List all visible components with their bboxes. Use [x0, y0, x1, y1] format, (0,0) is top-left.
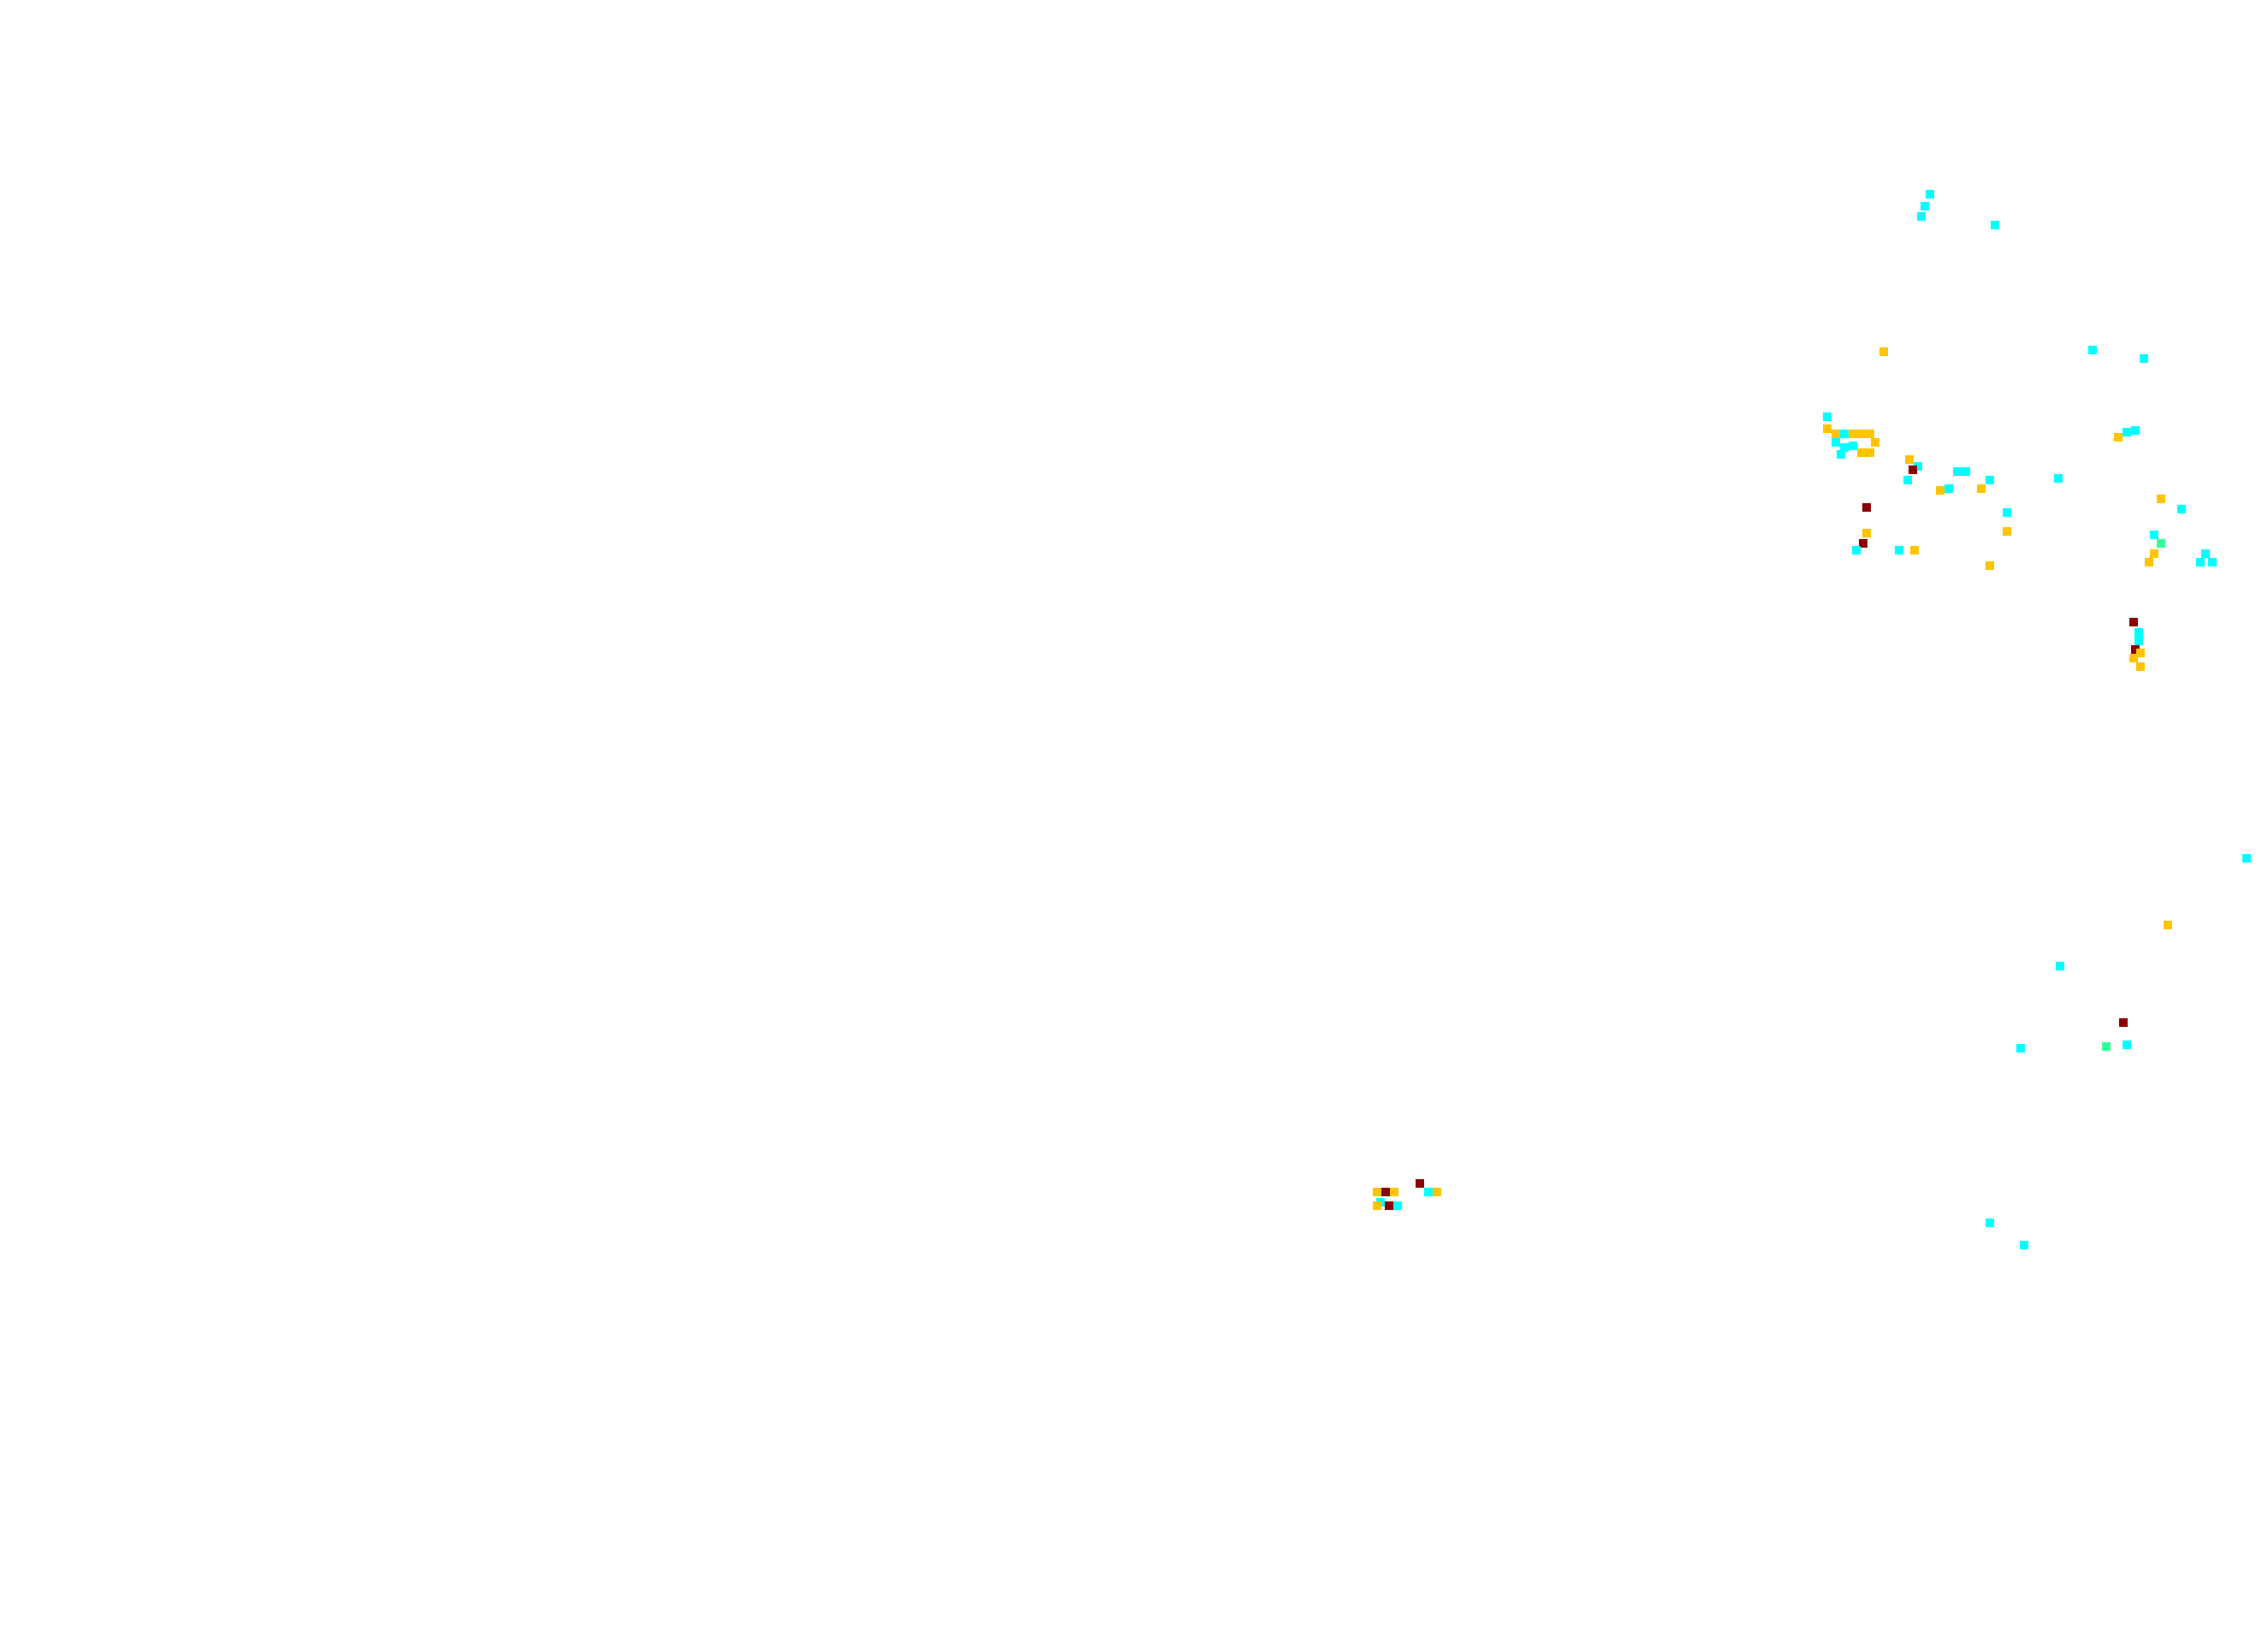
color-pixel-cyan [1424, 1188, 1433, 1196]
color-pixel-gold [2145, 558, 2153, 566]
color-pixel-dark_red [1909, 466, 1917, 474]
color-pixel-cyan [2056, 962, 2064, 970]
color-pixel-gold [2129, 654, 2138, 662]
color-pixel-cyan [2020, 1241, 2028, 1249]
color-pixel-cyan [1895, 546, 1903, 555]
color-pixel-cyan [1903, 476, 1912, 484]
color-pixel-cyan [1849, 442, 1857, 450]
color-pixel-cyan [1837, 450, 1845, 459]
color-pixel-cyan [1986, 476, 1994, 484]
color-pixel-cyan [2196, 558, 2205, 566]
color-pixel-cyan [2150, 531, 2158, 539]
color-pixel-gold [1832, 430, 1840, 438]
color-pixel-gold [1977, 484, 1986, 493]
color-pixel-gold [1433, 1188, 1441, 1196]
color-pixel-gold [2150, 549, 2158, 558]
color-pixel-cyan [1393, 1201, 1402, 1210]
color-pixel-gold [1373, 1188, 1381, 1196]
color-pixel-cyan [1986, 1219, 1994, 1227]
color-pixel-gold [2136, 649, 2145, 657]
color-pixel-cyan [1917, 212, 1926, 221]
color-pixel-cyan [1953, 467, 1962, 476]
color-pixel-cyan [1832, 438, 1840, 447]
color-pixel-gold [1823, 424, 1832, 433]
color-pixel-dark_red [1385, 1201, 1393, 1210]
color-pixel-green [2102, 1042, 2111, 1051]
color-pixel-cyan [2016, 1044, 2025, 1053]
color-pixel-cyan [1840, 443, 1849, 452]
color-pixel-dark_red [2129, 618, 2138, 626]
color-pixel-gold [1866, 430, 1874, 438]
color-pixel-cyan [2134, 628, 2143, 637]
color-pixel-cyan [1852, 546, 1861, 555]
color-pixel-dark_red [2131, 645, 2140, 654]
color-pixel-gold [2114, 433, 2123, 442]
color-pixel-cyan [1991, 221, 1999, 229]
color-pixel-cyan [2140, 354, 2148, 363]
color-pixel-cyan [2242, 854, 2251, 863]
color-pixel-cyan [2131, 426, 2140, 435]
color-pixel-cyan [1926, 190, 1934, 199]
color-pixel-gold [2157, 495, 2165, 503]
color-pixel-green [2157, 539, 2165, 548]
color-pixel-cyan [1962, 467, 1970, 476]
color-pixel-gold [1857, 448, 1866, 457]
color-pixel-gold [1871, 438, 1879, 447]
color-pixel-cyan [1944, 484, 1953, 493]
color-pixel-cyan [1823, 412, 1832, 421]
color-pixel-cyan [2123, 428, 2131, 436]
color-pixel-cyan [2208, 558, 2217, 566]
color-pixel-cyan [2177, 505, 2186, 513]
color-pixel-gold [2003, 527, 2011, 536]
color-pixel-dark_red [2119, 1018, 2128, 1027]
color-pixel-gold [1862, 529, 1871, 537]
color-pixel-dark_red [1416, 1179, 1424, 1188]
color-pixel-gold [1910, 546, 1919, 555]
color-pixel-cyan [2003, 508, 2011, 517]
color-pixel-gold [2164, 921, 2172, 929]
color-pixel-dark_red [1381, 1188, 1390, 1196]
color-pixel-cyan [1840, 430, 1849, 438]
color-pixel-gold [1857, 430, 1866, 438]
color-pixel-dark_red [1859, 539, 1867, 548]
color-pixel-gold [1849, 430, 1857, 438]
color-pixel-gold [2136, 662, 2145, 671]
color-pixel-gold [1905, 455, 1914, 464]
color-pixel-cyan [2134, 637, 2143, 645]
color-pixel-cyan [2123, 1041, 2131, 1049]
color-pixel-gold [1373, 1201, 1381, 1210]
color-pixel-cyan [1921, 202, 1929, 211]
color-pixel-gold [1879, 347, 1888, 356]
color-pixel-gold [1936, 486, 1944, 495]
color-pixel-gold [1986, 561, 1994, 570]
color-pixel-cyan [1914, 462, 1922, 471]
color-pixel-gold [1866, 448, 1874, 457]
color-pixel-cyan [2054, 474, 2063, 483]
color-pixel-cyan [2088, 346, 2097, 354]
color-pixel-cyan [2201, 549, 2210, 558]
color-pixel-gold [1390, 1188, 1398, 1196]
color-pixel-dark_red [1862, 503, 1871, 512]
